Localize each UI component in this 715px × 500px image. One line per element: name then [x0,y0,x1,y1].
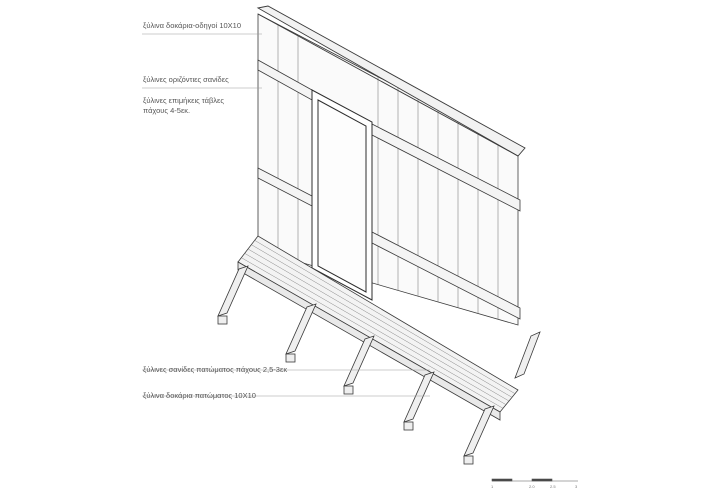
floor-beam-end [285,353,296,363]
floor-beam [217,265,249,317]
scale-tick-1: 1 [491,484,494,489]
floor-plank-seam [251,244,513,398]
top-guide-beam [256,5,526,157]
floor-beams [217,265,541,465]
scale-bar [491,478,578,482]
floor-beam [285,303,317,355]
scale-tick-2: 2.0 [529,484,535,489]
door-frame [311,89,373,301]
floor-plank-seam [247,248,510,402]
horizontal-planks [257,59,521,320]
floor-beam [463,405,495,457]
floor-beam-end [403,421,414,431]
label-floor-beams: ξύλινα δοκάρια πατώματος 10Χ10 [143,391,256,400]
floor-plank-seam [241,257,504,409]
label-horizontal-planks: ξύλινες οριζόντιες σανίδες [143,75,229,84]
floor-beam [403,371,435,423]
scale-tick-3: 2.5 [550,484,556,489]
floor-plank-seam [254,240,516,394]
scale-tick-4: 3 [575,484,578,489]
label-surface-boards-line2: πάχους 4-5εκ. [143,106,191,115]
label-floor-planks: ξύλινες σανίδες πατώματος πάχους 2,5-3εκ [143,365,288,374]
floor-beam [514,331,541,379]
floor-beam-end [217,315,228,325]
floor-beam-end [463,455,474,465]
floor-beam-end [343,385,354,395]
label-guide-beams: ξύλινα δοκάρια-οδηγοί 10Χ10 [143,21,242,30]
leader-lines [142,33,430,397]
floor-beam [343,335,375,387]
floor-plank-seam [244,253,507,405]
label-surface-boards-line1: ξύλινες επιμήκεις τάβλες [143,96,225,105]
